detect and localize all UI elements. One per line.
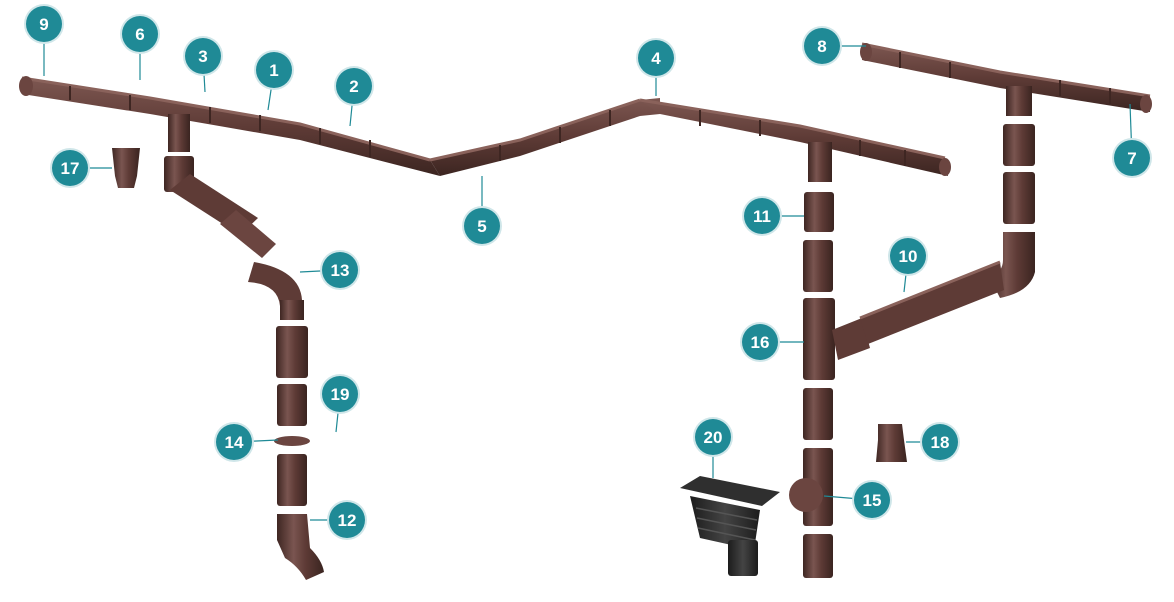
- badge-10: 10: [888, 236, 928, 276]
- badge-label: 11: [753, 207, 771, 226]
- badge-label: 5: [477, 217, 486, 236]
- badge-1: 1: [254, 50, 294, 90]
- middle-gutter-run: [429, 98, 660, 176]
- badge-16: 16: [740, 322, 780, 362]
- badge-17: 17: [50, 148, 90, 188]
- badge-label: 1: [269, 61, 278, 80]
- badge-label: 19: [331, 385, 350, 404]
- badge-label: 9: [39, 15, 48, 34]
- badge-11: 11: [742, 196, 782, 236]
- badge-label: 17: [61, 159, 80, 178]
- badge-label: 16: [751, 333, 770, 352]
- badge-label: 10: [899, 247, 918, 266]
- badge-label: 4: [651, 49, 661, 68]
- badge-label: 20: [704, 428, 723, 447]
- badge-label: 2: [349, 77, 358, 96]
- right-downpipe: [859, 86, 1035, 344]
- badge-7: 7: [1112, 138, 1152, 178]
- badge-4: 4: [636, 38, 676, 78]
- badge-20: 20: [693, 417, 733, 457]
- badge-circle: [854, 482, 890, 518]
- badge-circle: [638, 40, 674, 76]
- badge-label: 7: [1127, 149, 1136, 168]
- badge-circle: [695, 419, 731, 455]
- badge-label: 6: [135, 25, 144, 44]
- badge-12: 12: [327, 500, 367, 540]
- badge-2: 2: [334, 66, 374, 106]
- badge-circle: [336, 68, 372, 104]
- badge-label: 3: [198, 47, 207, 66]
- badge-circle: [329, 502, 365, 538]
- badge-circle: [744, 198, 780, 234]
- drain-box-part-20: [680, 476, 780, 576]
- badge-circle: [922, 424, 958, 460]
- badge-circle: [464, 208, 500, 244]
- badge-circle: [185, 38, 221, 74]
- badge-label: 12: [338, 511, 357, 530]
- badge-3: 3: [183, 36, 223, 76]
- badge-circle: [804, 28, 840, 64]
- badge-6: 6: [120, 14, 160, 54]
- badge-circle: [890, 238, 926, 274]
- badge-label: 15: [863, 491, 882, 510]
- badge-circle: [216, 424, 252, 460]
- right-lower-gutter-run: [639, 98, 951, 176]
- badge-8: 8: [802, 26, 842, 66]
- badge-circle: [742, 324, 778, 360]
- badge-18: 18: [920, 422, 960, 462]
- badge-label: 13: [331, 261, 350, 280]
- badge-circle: [122, 16, 158, 52]
- reducer-part-18: [876, 424, 907, 462]
- reducer-part-17: [112, 148, 140, 188]
- top-right-gutter-run: [860, 42, 1152, 113]
- badge-label: 8: [817, 37, 826, 56]
- badge-circle: [52, 150, 88, 186]
- badge-circle: [322, 376, 358, 412]
- badge-circle: [322, 252, 358, 288]
- badge-label: 18: [931, 433, 950, 452]
- badge-9: 9: [24, 4, 64, 44]
- badge-circle: [1114, 140, 1150, 176]
- badge-circle: [26, 6, 62, 42]
- left-downpipe: [164, 114, 324, 580]
- badge-13: 13: [320, 250, 360, 290]
- middle-downpipe: [789, 142, 870, 578]
- badge-19: 19: [320, 374, 360, 414]
- badge-circle: [256, 52, 292, 88]
- badge-label: 14: [225, 433, 244, 452]
- badge-14: 14: [214, 422, 254, 462]
- badge-5: 5: [462, 206, 502, 246]
- left-gutter-run: [19, 76, 440, 176]
- badge-15: 15: [852, 480, 892, 520]
